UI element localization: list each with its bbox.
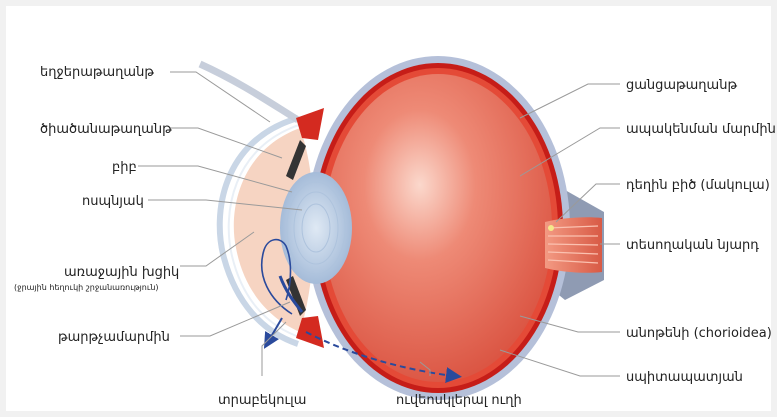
label-eyelid: եղջերաթաղանթ (40, 65, 154, 80)
label-trabecula: տրաբեկուլա (218, 393, 306, 408)
label-choroid: անոթենի (chorioidea) (626, 326, 772, 341)
label-retina: ցանցաթաղանթ (626, 78, 737, 93)
label-anterior-chamber: առաջային խցիկ (64, 265, 179, 280)
macula (548, 225, 554, 231)
label-lens: ոսպնյակ (82, 194, 144, 209)
label-uveoscleral: ուվեոսկլերալ ուղի (396, 393, 522, 408)
label-sclera: սպիտապատյան (626, 370, 743, 385)
label-vitreous: ապակենման մարմին (626, 122, 776, 137)
label-pupil: բիբ (112, 160, 137, 175)
label-anterior-chamber-note: (ջրային հեղուկի շրջանառություն) (14, 283, 159, 292)
label-macula: դեղին բիծ (մակուլա) (626, 178, 770, 193)
upper-lid-skin (200, 64, 298, 120)
vitreous-body (324, 74, 552, 382)
label-conjunctiva: ծիածանաթաղանթ (40, 122, 172, 137)
label-ciliary-body: թարթչամարմին (58, 330, 170, 345)
label-optic-nerve: տեսողական նյարդ (626, 238, 759, 253)
